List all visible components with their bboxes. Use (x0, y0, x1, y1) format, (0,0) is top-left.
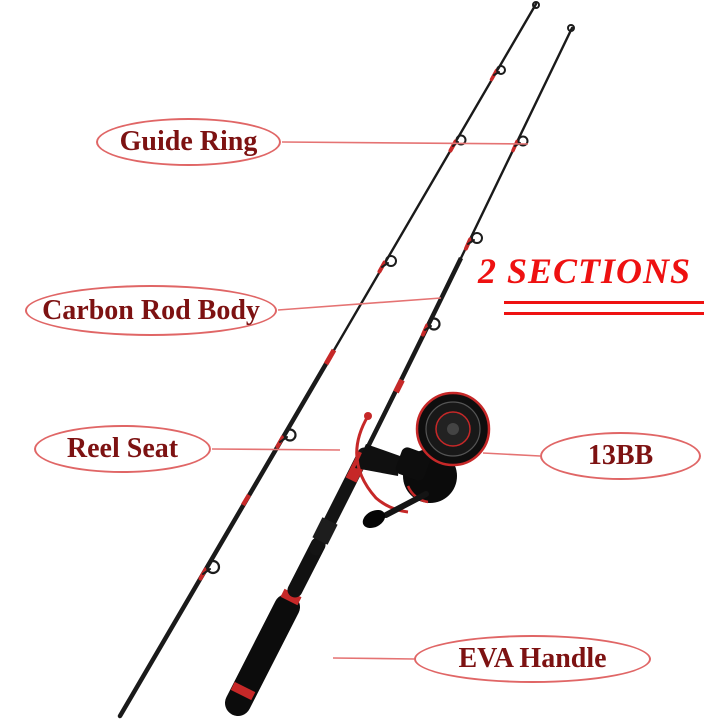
reel-drag-knob (447, 423, 459, 435)
reel-handle-arm (383, 491, 429, 518)
sections-heading: 2 SECTIONS (478, 251, 692, 291)
guide-ring-icon (283, 428, 297, 442)
callout-carbon-rod-body: Carbon Rod Body (25, 285, 277, 336)
thread-wrap (323, 348, 337, 366)
reel-seat-callout-line (211, 448, 341, 451)
callout-reel-seat-label: Reel Seat (66, 433, 179, 464)
callout-bearings: 13BB (540, 432, 701, 480)
callout-guide-ring: Guide Ring (96, 118, 281, 166)
sections-underline-2 (504, 312, 704, 315)
thread-wrap (393, 378, 405, 394)
sections-underline-1 (504, 301, 704, 304)
thread-wrap (241, 493, 251, 507)
reel-foot (355, 444, 400, 476)
callout-carbon-rod-body-label: Carbon Rod Body (42, 294, 260, 326)
rod-tip-upper-blank (328, 2, 538, 359)
bearings-callout-line (482, 452, 541, 457)
callout-bearings-label: 13BB (587, 440, 654, 471)
rod-tip-lower-blank (117, 354, 333, 719)
reel-line-roller (364, 412, 372, 420)
callout-reel-seat: Reel Seat (34, 425, 211, 473)
guide-ring-icon (517, 135, 529, 147)
reel-gearbox (395, 447, 431, 481)
guide-rings-butt-section (421, 24, 575, 337)
carbon-rod-body-callout-line (277, 297, 442, 311)
tip-guide-ring-icon (532, 1, 540, 9)
eva-handle-callout-line (332, 657, 415, 660)
guide-ring-callout-line (281, 141, 529, 145)
callout-eva-handle-label: EVA Handle (458, 643, 607, 674)
callout-lines (211, 141, 541, 660)
rod-tip-section (117, 2, 538, 719)
guide-ring-icon (205, 559, 221, 575)
guide-ring-icon (427, 317, 441, 331)
tip-guide-ring-icon (567, 24, 575, 32)
guide-ring-icon (496, 65, 506, 75)
guide-ring-icon (385, 255, 397, 267)
callout-eva-handle: EVA Handle (414, 635, 651, 683)
rod-butt-section (225, 26, 574, 716)
reel-seat-locking-nut (312, 517, 338, 545)
reel-handle-knob (362, 509, 386, 529)
guide-ring-icon (471, 232, 483, 244)
guide-ring-icon (455, 134, 467, 146)
callout-guide-ring-label: Guide Ring (119, 126, 258, 157)
eva-handle-grip (225, 594, 300, 716)
butt-cap-red-band (230, 681, 256, 701)
spinning-reel (355, 391, 491, 529)
